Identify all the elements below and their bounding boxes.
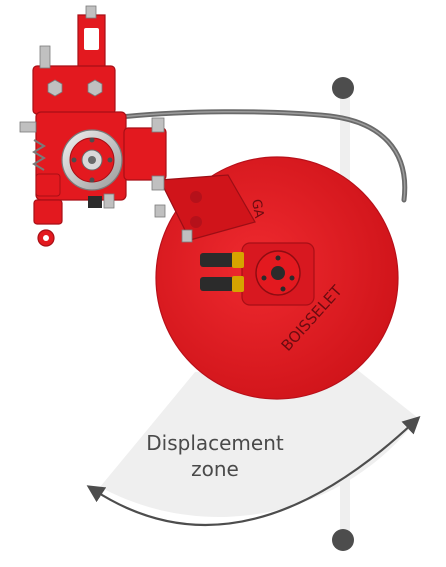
- double-headed-arc-arrow-icon: [86, 415, 421, 526]
- disc-mark: GA: [248, 198, 266, 219]
- displacement-label-line1: Displacement: [146, 431, 284, 455]
- displacement-label-line2: zone: [191, 457, 239, 481]
- bottom-axis-marker-icon: [332, 529, 354, 551]
- top-axis-marker-icon: [332, 77, 354, 99]
- mounting-bracket: [19, 5, 167, 247]
- displacement-zone-label: Displacement zone: [120, 430, 310, 482]
- support-arm: [154, 174, 256, 243]
